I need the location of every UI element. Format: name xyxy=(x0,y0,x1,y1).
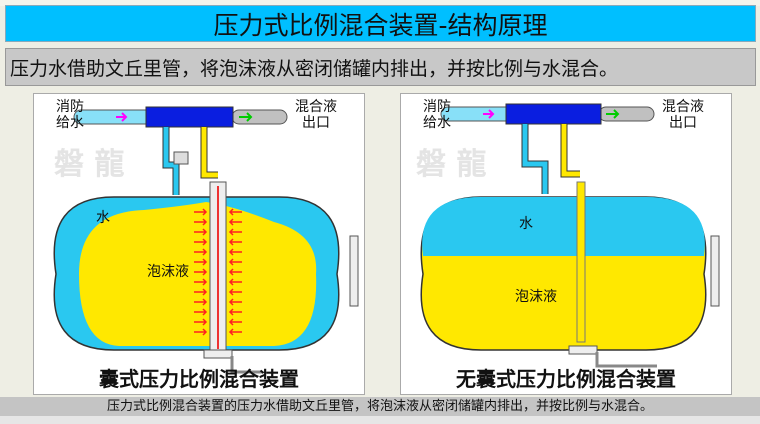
subtitle: 压力水借助文丘里管，将泡沫液从密闭储罐内排出，并按比例与水混合。 xyxy=(5,48,756,86)
pressure-arrow-icon xyxy=(194,318,208,326)
pressure-arrow-icon xyxy=(228,218,242,226)
foam-label: 泡沫液 xyxy=(147,264,189,280)
pressure-arrow-icon xyxy=(228,278,242,286)
no-bladder-tank-diagram: 磐 龍 xyxy=(416,103,720,368)
pressure-arrow-icon xyxy=(194,278,208,286)
pressure-arrow-icon xyxy=(194,248,208,256)
pressure-arrow-icon xyxy=(194,218,208,226)
footer-caption: 压力式比例混合装置的压力水借助文丘里管，将泡沫液从密闭储罐内排出，并按比例与水混… xyxy=(0,397,760,416)
pressure-arrow-icon xyxy=(228,328,242,336)
venturi-tube xyxy=(505,103,602,125)
top-strip xyxy=(0,0,760,6)
pressure-arrow-icon xyxy=(228,308,242,316)
pressure-arrows xyxy=(194,208,242,336)
foam-outlet-pipe xyxy=(561,124,580,177)
pressure-arrow-icon xyxy=(194,238,208,246)
pressure-arrow-icon xyxy=(228,268,242,276)
pressure-arrow-icon xyxy=(228,238,242,246)
inlet-label: 消防给水 xyxy=(423,99,451,131)
outlet-label: 混合液出口 xyxy=(295,99,337,131)
pressure-arrow-icon xyxy=(194,288,208,296)
pressure-arrow-icon xyxy=(194,268,208,276)
water-feed-pipe xyxy=(163,127,179,195)
bladder-diagram-panel: 磐 龍 消防给水 混合液出口 水 泡沫液 囊式压力比例混合装置 xyxy=(33,93,365,395)
pressure-arrow-icon xyxy=(194,258,208,266)
pressure-arrow-icon xyxy=(228,248,242,256)
valve-icon[interactable] xyxy=(173,151,189,165)
pressure-arrow-icon xyxy=(194,328,208,336)
watermark: 磐 龍 xyxy=(54,147,124,182)
water-label: 水 xyxy=(96,210,110,226)
water-layer xyxy=(422,197,705,256)
inlet-label: 消防给水 xyxy=(56,99,84,131)
water-feed-pipe xyxy=(522,124,548,194)
venturi-tube xyxy=(145,106,234,128)
inflow-arrow-icon xyxy=(116,112,128,122)
water-label: 水 xyxy=(519,216,533,232)
pressure-arrow-icon xyxy=(228,258,242,266)
outlet-label: 混合液出口 xyxy=(662,99,704,131)
bottom-bar xyxy=(0,416,760,424)
no-bladder-diagram-panel: 磐 龍 消防给水 混合液出口 水 泡沫液 无囊式压力比例混合装置 xyxy=(400,93,732,395)
pressure-arrow-icon xyxy=(228,208,242,216)
bladder-tank-diagram: 磐 龍 xyxy=(53,106,359,374)
foam-outlet-pipe xyxy=(201,127,218,178)
pressure-arrow-icon xyxy=(228,318,242,326)
outflow-arrow-icon xyxy=(239,112,253,122)
pressure-arrow-icon xyxy=(194,208,208,216)
foam-label: 泡沫液 xyxy=(515,289,557,305)
pressure-arrow-icon xyxy=(194,298,208,306)
pressure-arrow-icon xyxy=(228,228,242,236)
pressure-arrow-icon xyxy=(194,228,208,236)
page-title: 压力式比例混合装置-结构原理 xyxy=(5,5,756,42)
foam-dip-tube xyxy=(576,181,586,343)
pressure-arrow-icon xyxy=(228,298,242,306)
watermark: 磐 龍 xyxy=(416,147,486,182)
panel-caption: 囊式压力比例混合装置 xyxy=(99,367,299,391)
foam-bladder xyxy=(79,202,317,346)
pressure-arrow-icon xyxy=(228,288,242,296)
pressure-arrow-icon xyxy=(194,308,208,316)
panel-caption: 无囊式压力比例混合装置 xyxy=(456,367,676,391)
inlet-pipe xyxy=(73,109,155,125)
